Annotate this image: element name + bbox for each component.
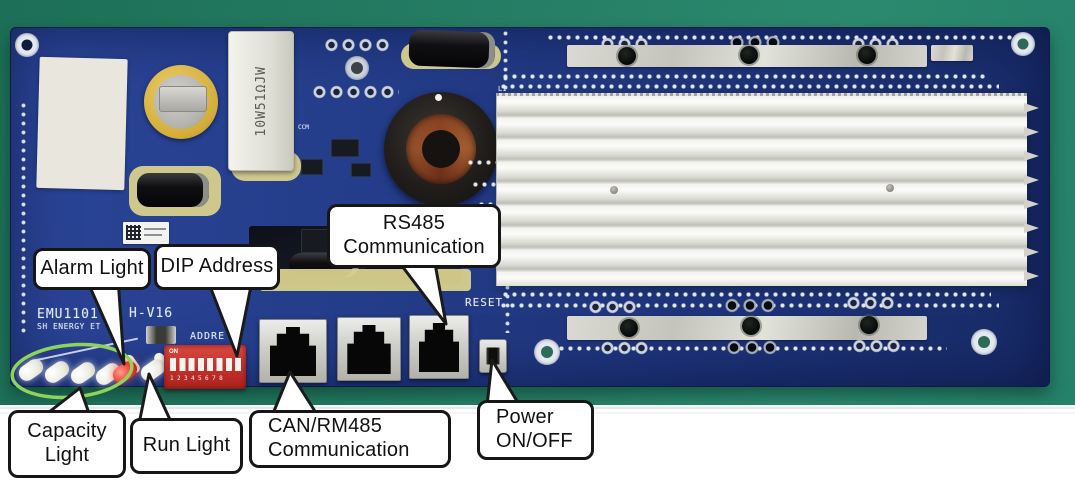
pad-group-silver (851, 339, 903, 353)
dip-switch: ON 12345678 (164, 345, 246, 389)
callout-power-line2: ON/OFF (496, 430, 573, 452)
busbar-hole (620, 319, 638, 337)
toroid-center (422, 130, 460, 168)
heatsink-screw-2 (886, 184, 894, 192)
capacity-led-2 (41, 357, 73, 387)
pad-group-silver (845, 296, 897, 310)
callout-capacity-line1: Capacity (27, 420, 107, 443)
callout-dip-address: DIP Address (154, 244, 280, 290)
callout-rs485-line2: Communication (343, 236, 485, 258)
via-column (501, 29, 511, 91)
busbar-hole (858, 46, 876, 64)
busbar-hole (860, 316, 878, 334)
qr-code (126, 225, 141, 240)
callout-power-onoff: Power ON/OFF (477, 400, 594, 460)
callout-run-light-label: Run Light (142, 434, 231, 457)
rj45-middle-port (337, 317, 401, 381)
mounting-hole-bottom-middle (534, 339, 560, 365)
pad-row (311, 85, 399, 99)
callout-can-line2: Communication (268, 439, 410, 461)
silkscreen-ccm: CCM (298, 124, 309, 131)
via-row (499, 82, 999, 91)
pcb-board: 10W51ΩJW CCM L1 EMU1101 SH ENERGY ET H-V… (10, 27, 1050, 389)
via-row (501, 290, 991, 299)
toroid-marking-dot (435, 94, 442, 101)
rj45-cavity (269, 326, 317, 377)
callout-rs485-line1: RS485 (382, 212, 446, 235)
heatsink (496, 93, 1027, 286)
busbar-hole (618, 47, 636, 65)
callout-alarm-light-label: Alarm Light (40, 257, 144, 280)
rj45-cavity (347, 324, 391, 375)
power-onoff-button (479, 339, 507, 373)
via-row (471, 180, 517, 189)
rj45-can-rm485-port (259, 319, 327, 383)
rj45-rs485-port (409, 315, 469, 379)
pad-group-silver (599, 341, 651, 355)
pad-group-black (723, 298, 777, 313)
blank-sticker-label (36, 56, 128, 191)
battery-clip (159, 86, 207, 112)
callout-power-line1: Power (496, 406, 554, 429)
callout-can-rm485: CAN/RM485 Communication (249, 410, 451, 468)
electrolytic-capacitor-top (408, 29, 496, 69)
callout-can-line1: CAN/RM485 (268, 415, 383, 438)
via-row (501, 72, 986, 81)
dip-on-label: ON (169, 349, 178, 355)
button-plunger (486, 347, 500, 365)
pad-group-black (725, 340, 779, 355)
busbar-hole (740, 46, 758, 64)
ic-chip-3 (351, 163, 371, 177)
silkscreen-line (29, 337, 139, 363)
qr-code-sticker (123, 222, 169, 244)
busbar-top-pad (931, 45, 973, 61)
micro-text-line (144, 228, 166, 230)
callout-alarm-light: Alarm Light (33, 248, 151, 290)
power-resistor-label: 10W51ΩJW (253, 65, 269, 137)
heatsink-fin-tips (1024, 100, 1039, 295)
smd-component (146, 326, 176, 344)
callout-dip-address-label: DIP Address (160, 255, 274, 278)
callout-capacity-line2: Light (44, 444, 90, 466)
silkscreen-address: ADDRE (190, 331, 226, 342)
mounting-hole-bottom-right (971, 329, 997, 355)
ic-chip-2 (301, 159, 323, 175)
capacity-led-1 (15, 355, 47, 385)
mounting-hole-top-left (15, 33, 39, 57)
busbar-hole (742, 317, 760, 335)
callout-run-light: Run Light (130, 418, 243, 474)
dip-position-numbers: 12345678 (170, 375, 227, 382)
power-resistor: 10W51ΩJW (228, 31, 294, 171)
via-row (466, 158, 506, 167)
micro-text-line-2 (144, 234, 162, 236)
dip-sliders (170, 358, 241, 371)
via-column-left-edge (19, 101, 31, 333)
silkscreen-model: EMU1101 (37, 307, 99, 322)
pad-group-silver (587, 300, 639, 314)
silkscreen-brand: SH ENERGY ET (37, 322, 101, 331)
heatsink-screw (610, 186, 618, 194)
callout-capacity-light: Capacity Light (8, 410, 126, 478)
kapton-glue-band (259, 269, 471, 291)
plated-hole (351, 62, 363, 74)
silkscreen-reset: RESET (465, 296, 504, 309)
capacity-led-3 (67, 358, 99, 388)
electrolytic-capacitor (137, 173, 209, 207)
ic-chip (331, 139, 359, 157)
silkscreen-version: H-V16 (129, 306, 174, 321)
rj45-cavity (418, 322, 460, 373)
pad-row (323, 38, 389, 52)
callout-rs485: RS485 Communication (327, 204, 501, 268)
